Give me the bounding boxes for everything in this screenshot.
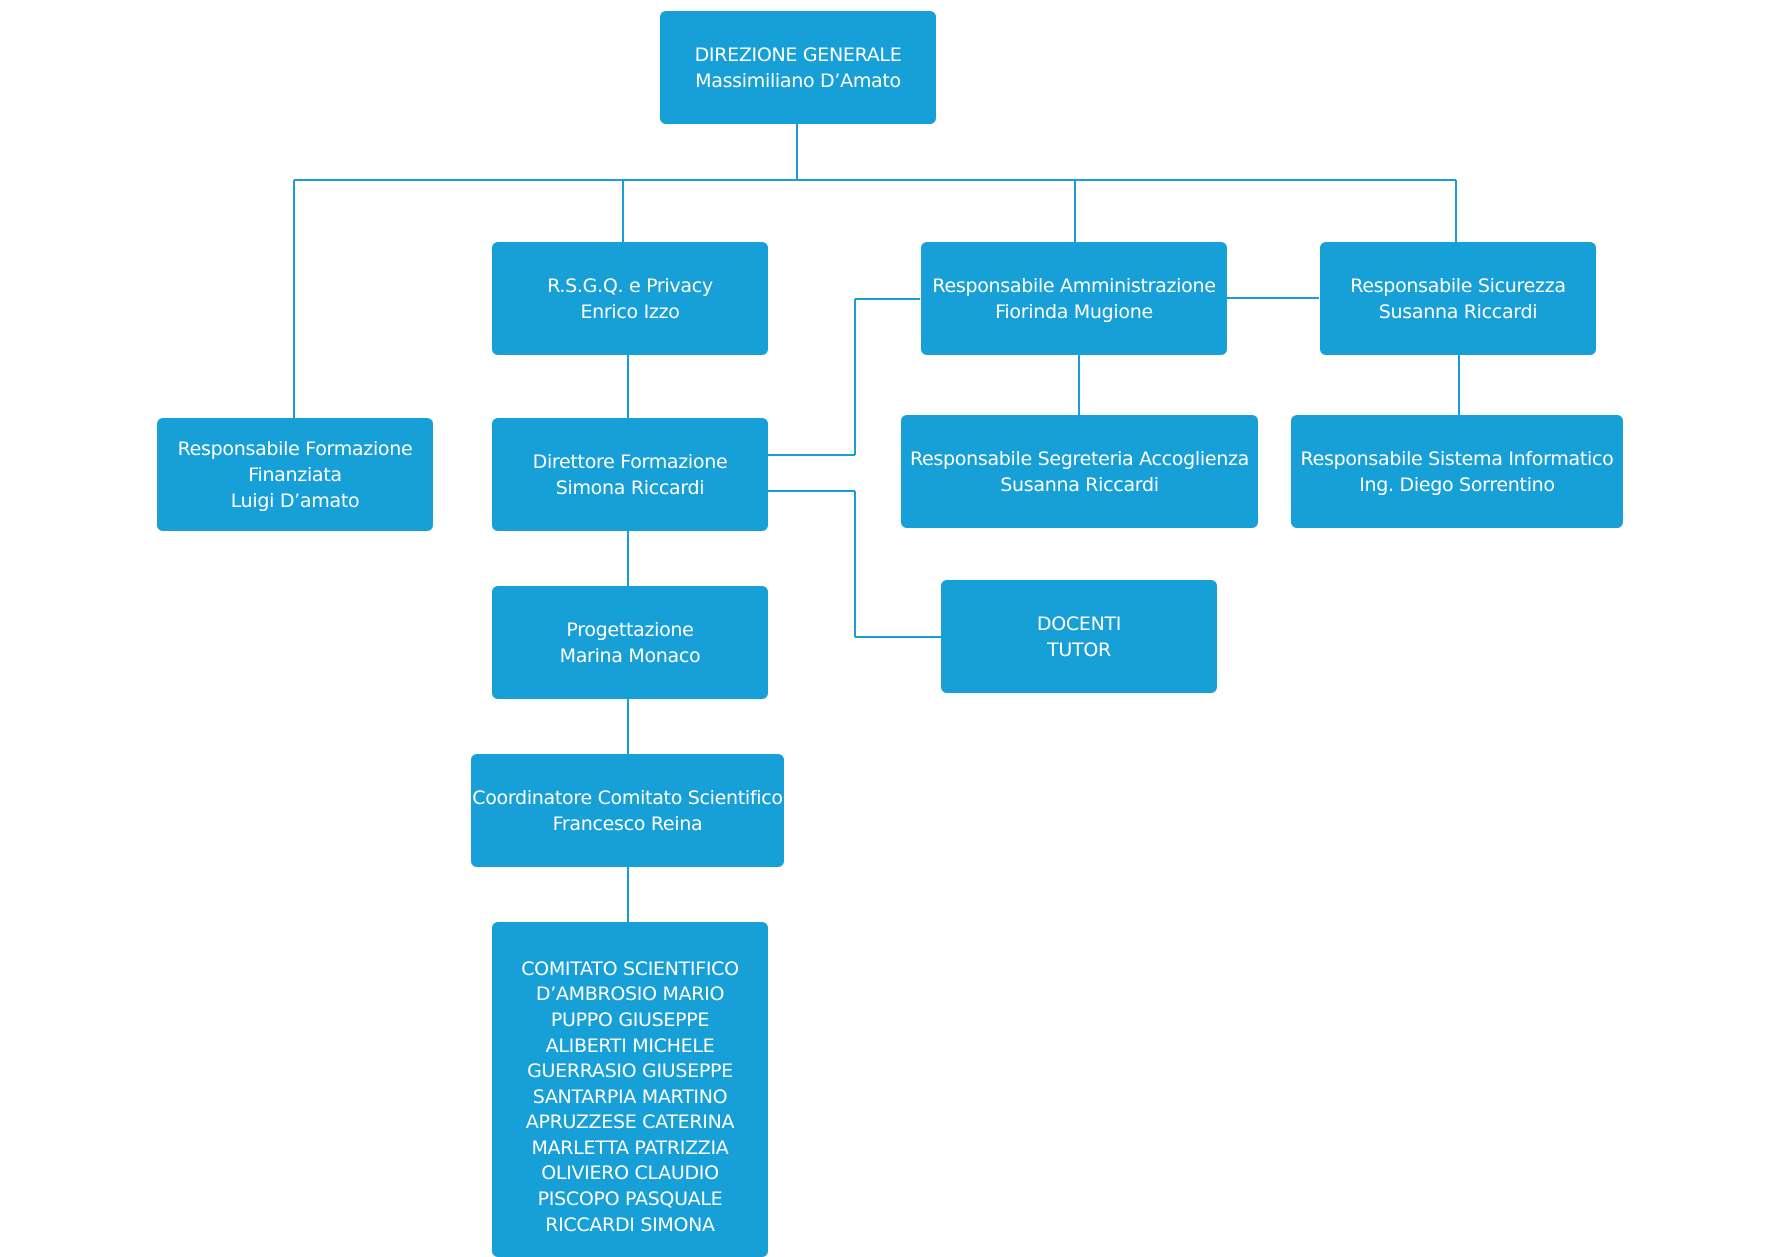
node-line: Marina Monaco [559, 644, 701, 667]
node-line: Francesco Reina [552, 812, 703, 835]
node-line: APRUZZESE CATERINA [525, 1111, 735, 1134]
node-line: Fiorinda Mugione [995, 300, 1153, 323]
node-line: ALIBERTI MICHELE [545, 1034, 715, 1057]
node-line: D’AMBROSIO MARIO [535, 983, 725, 1006]
node-line: Responsabile Sistema Informatico [1300, 447, 1614, 470]
node-line: Simona Riccardi [555, 476, 705, 499]
node-line: Responsabile Formazione [177, 437, 413, 460]
node-docenti-tutor[interactable]: DOCENTI TUTOR [941, 580, 1217, 693]
node-line: PISCOPO PASQUALE [537, 1188, 723, 1211]
node-line: TUTOR [1047, 638, 1111, 661]
node-line: Responsabile Amministrazione [932, 274, 1216, 297]
node-line: RICCARDI SIMONA [545, 1213, 715, 1236]
node-line: DIREZIONE GENERALE [694, 43, 902, 66]
node-line: Coordinatore Comitato Scientifico [472, 786, 783, 809]
node-line: Susanna Riccardi [1378, 300, 1538, 323]
node-line: Susanna Riccardi [1000, 473, 1159, 496]
node-line: PUPPO GIUSEPPE [550, 1008, 710, 1031]
node-line: GUERRASIO GIUSEPPE [527, 1060, 733, 1083]
node-line: Ing. Diego Sorrentino [1359, 473, 1555, 496]
node-line: Luigi D’amato [230, 489, 360, 512]
node-line: R.S.G.Q. e Privacy [547, 274, 713, 297]
node-line: Responsabile Segreteria Accoglienza [909, 447, 1249, 470]
node-direzione-generale[interactable]: DIREZIONE GENERALE Massimiliano D’Amato [660, 11, 936, 124]
node-line: Finanziata [248, 463, 342, 486]
node-line: DOCENTI [1036, 612, 1122, 635]
node-line: MARLETTA PATRIZZIA [531, 1136, 729, 1159]
node-line: Massimiliano D’Amato [695, 69, 901, 92]
node-line: Responsabile Sicurezza [1350, 274, 1566, 297]
node-line: Enrico Izzo [580, 300, 680, 323]
node-line: COMITATO SCIENTIFICO [521, 957, 739, 980]
node-line: OLIVIERO CLAUDIO [541, 1162, 719, 1185]
node-line: Direttore Formazione [532, 450, 728, 473]
node-line: Progettazione [566, 618, 694, 641]
node-line: SANTARPIA MARTINO [532, 1085, 728, 1108]
